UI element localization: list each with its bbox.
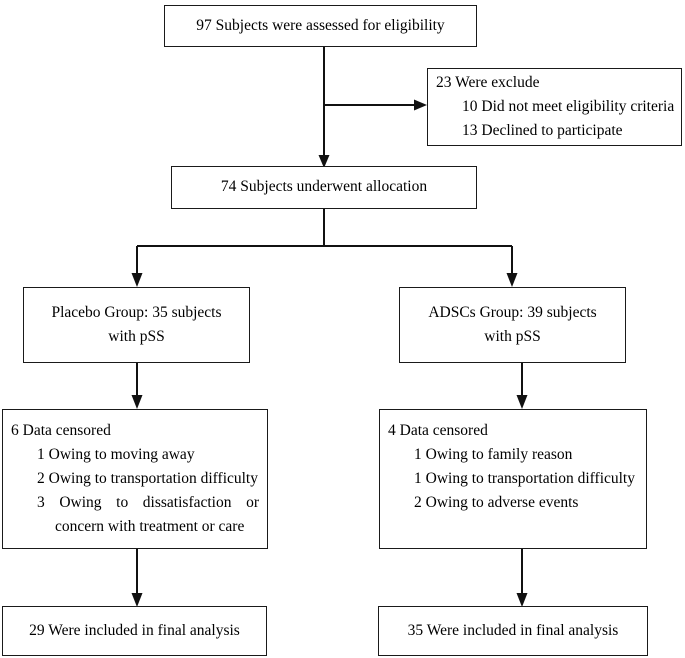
adscs-group-line-2: with pSS bbox=[484, 328, 541, 345]
adscs-censored-reason-1: 1 Owing to family reason bbox=[414, 446, 573, 464]
adscs-censored-heading: 4 Data censored bbox=[388, 422, 488, 439]
adscs-analysis-text: 35 Were included in final analysis bbox=[407, 621, 619, 639]
node-placebo-group: Placebo Group: 35 subjects with pSS bbox=[23, 287, 250, 363]
enrollment-text: 97 Subjects were assessed for eligibilit… bbox=[196, 16, 445, 34]
placebo-censored-heading: 6 Data censored bbox=[11, 422, 111, 439]
arrowhead-adscs-analysis bbox=[516, 593, 528, 607]
arrowhead-placebo-group bbox=[131, 273, 143, 287]
node-enrollment: 97 Subjects were assessed for eligibilit… bbox=[164, 5, 477, 47]
arrowhead-placebo-analysis bbox=[131, 593, 143, 607]
node-placebo-analysis: 29 Were included in final analysis bbox=[2, 606, 267, 656]
node-adscs-censored: 4 Data censored 1 Owing to family reason… bbox=[379, 409, 647, 549]
placebo-group-line-2: with pSS bbox=[108, 328, 165, 345]
arrowhead-excluded bbox=[414, 99, 427, 111]
arrowhead-adscs-censored bbox=[516, 395, 528, 409]
node-allocation: 74 Subjects underwent allocation bbox=[171, 166, 477, 209]
node-adscs-analysis: 35 Were included in final analysis bbox=[378, 606, 648, 656]
node-adscs-group: ADSCs Group: 39 subjects with pSS bbox=[399, 287, 626, 363]
placebo-censored-reason-3: 3 Owing to dissatisfaction or concern wi… bbox=[37, 494, 259, 536]
placebo-censored-reason-1: 1 Owing to moving away bbox=[37, 446, 195, 464]
placebo-analysis-text: 29 Were included in final analysis bbox=[29, 621, 240, 639]
node-excluded: 23 Were exclude 10 Did not meet eligibil… bbox=[427, 68, 682, 146]
node-placebo-censored: 6 Data censored 1 Owing to moving away 2… bbox=[2, 409, 268, 549]
placebo-censored-reason-2: 2 Owing to transportation difficulty bbox=[37, 470, 258, 488]
adscs-censored-reason-2: 1 Owing to transportation difficulty bbox=[414, 470, 635, 488]
excluded-heading: 23 Were exclude bbox=[436, 73, 540, 91]
adscs-group-line-1: ADSCs Group: 39 subjects bbox=[428, 303, 597, 321]
arrowhead-placebo-censored bbox=[131, 395, 143, 409]
excluded-reason-1: 10 Did not meet eligibility criteria bbox=[462, 97, 675, 115]
placebo-group-line-1: Placebo Group: 35 subjects bbox=[51, 303, 222, 321]
allocation-text: 74 Subjects underwent allocation bbox=[220, 178, 428, 196]
excluded-reason-2: 13 Declined to participate bbox=[462, 122, 623, 139]
adscs-censored-reason-3: 2 Owing to adverse events bbox=[414, 494, 579, 512]
arrowhead-adscs-group bbox=[506, 273, 518, 287]
